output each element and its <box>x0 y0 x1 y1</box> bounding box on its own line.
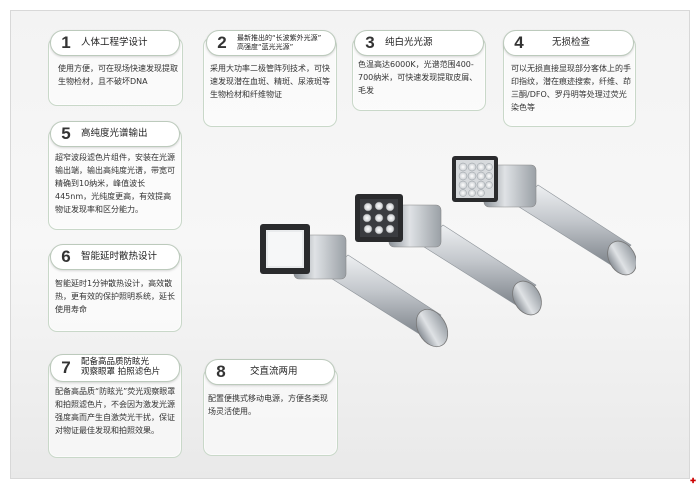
feature-3-text: 色温高达6000K，光谱范围400-700纳米，可快速发现提取皮屑、毛发 <box>358 60 478 95</box>
feature-5-title: 高纯度光谱输出 <box>81 127 148 139</box>
lamp-front <box>260 224 449 348</box>
feature-4-text: 可以无损直接显现部分客体上的手印指纹，潜在痕迹搜索，纤维、茚三酮/DFO、罗丹明… <box>511 64 631 112</box>
feature-7-text: 配备高品质“防眩光”荧光观察眼罩和拍照滤色片，不会因为激发光源强度高而产生自激荧… <box>55 387 176 435</box>
light-source-products-image <box>260 156 636 348</box>
feature-8-number: 8 <box>216 362 226 381</box>
feature-5-header: 5 高纯度光谱输出 <box>50 121 180 147</box>
feature-3-header: 3 纯白光光源 <box>354 30 484 56</box>
feature-7-number: 7 <box>61 358 71 377</box>
feature-7-header: 7 配备高品质防眩光 观察眼罩 拍照滤色片 <box>50 354 180 382</box>
feature-7-title-line1: 配备高品质防眩光 <box>81 357 150 368</box>
feature-1-number: 1 <box>61 33 71 52</box>
brand-mark: ✚ <box>690 478 696 485</box>
lamp-middle <box>355 194 542 316</box>
feature-4-title: 无损检查 <box>552 36 591 48</box>
feature-5-number: 5 <box>61 124 71 143</box>
feature-6-number: 6 <box>61 247 71 266</box>
feature-7-title-line2: 观察眼罩 拍照滤色片 <box>81 367 161 377</box>
feature-3-title: 纯白光光源 <box>385 36 433 48</box>
feature-2-text: 采用大功率二极管阵列技术，可快速发现潜在血斑、精斑、尿液斑等生物检材和纤维物证 <box>210 64 330 99</box>
feature-2-title-line2: 高强度“蓝光光源” <box>237 43 294 51</box>
feature-2-title-line1: 最新推出的“长波紫外光源” <box>237 33 322 42</box>
feature-5-text: 超窄波段滤色片组件，安装在光源输出端，输出高纯度光谱，带宽可精确到10纳米，峰值… <box>55 153 175 214</box>
feature-1-text: 使用方便，可在现场快速发现提取生物检材，且不破坏DNA <box>58 64 178 86</box>
feature-4-number: 4 <box>514 33 524 52</box>
feature-6-header: 6 智能延时散热设计 <box>50 244 180 270</box>
feature-2-header: 2 最新推出的“长波紫外光源” 高强度“蓝光光源” <box>206 30 336 56</box>
feature-6-text: 智能延时1分钟散热设计，高效散热，更有效的保护照明系统，延长使用寿命 <box>55 279 175 314</box>
feature-8-text: 配置便携式移动电源，方便各类现场灵活使用。 <box>208 394 328 416</box>
feature-2-number: 2 <box>217 33 227 52</box>
feature-3-number: 3 <box>365 33 375 52</box>
feature-1-title: 人体工程学设计 <box>81 36 148 48</box>
feature-4-header: 4 无损检查 <box>503 30 634 56</box>
feature-8-title: 交直流两用 <box>250 365 298 377</box>
feature-1-header: 1 人体工程学设计 <box>50 30 180 56</box>
lamp-back <box>452 156 636 276</box>
feature-6-title: 智能延时散热设计 <box>81 250 158 262</box>
feature-8-header: 8 交直流两用 <box>205 359 335 385</box>
